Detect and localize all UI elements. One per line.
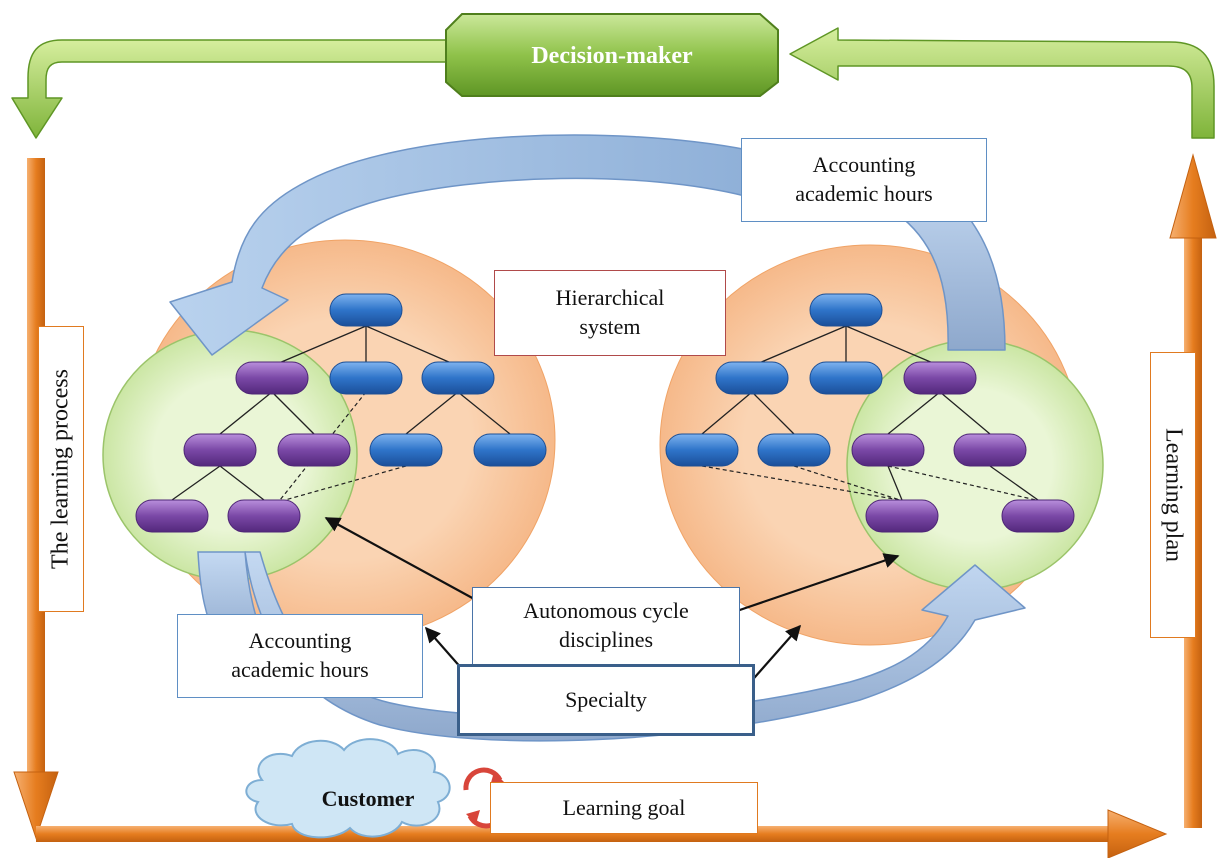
blue-cycle-arrow-top — [169, 134, 749, 356]
orange-left-arrow — [13, 158, 59, 840]
dashed-lines-right — [701, 465, 1037, 501]
tree-lines-right — [701, 325, 1039, 501]
tree-nodes-right — [665, 293, 1075, 533]
customer-label: Customer — [322, 786, 415, 811]
learning-goal-box: Learning goal — [490, 782, 758, 834]
node — [235, 361, 309, 395]
node — [135, 499, 209, 533]
learning-process-box: The learning process — [38, 326, 84, 612]
specialty-label: Specialty — [565, 686, 647, 712]
learning-goal-label: Learning goal — [562, 794, 686, 820]
node — [903, 361, 977, 395]
node — [183, 433, 257, 467]
node — [421, 361, 495, 395]
node — [851, 433, 925, 467]
node — [953, 433, 1027, 467]
autonomous-cycle-box: Autonomous cycle disciplines — [472, 587, 740, 665]
green-right-arrow — [789, 27, 1215, 139]
node — [809, 361, 883, 395]
node — [369, 433, 443, 467]
learning-plan-label: Learning plan — [1160, 428, 1187, 562]
blue-cycle-arrow-bottom — [244, 551, 1026, 742]
decision-maker-box — [445, 13, 779, 97]
accounting-hours-bottom-label: Accounting academic hours — [231, 628, 369, 682]
learning-process-label: The learning process — [47, 369, 74, 569]
node — [329, 293, 403, 327]
node — [227, 499, 301, 533]
dashed-lines-left — [279, 391, 407, 501]
specialty-box: Specialty — [457, 664, 755, 736]
node — [715, 361, 789, 395]
accounting-hours-top-label: Accounting academic hours — [795, 152, 933, 206]
hierarchical-system-label: Hierarchical system — [555, 285, 665, 339]
tree-nodes-left — [135, 293, 547, 533]
node — [865, 499, 939, 533]
customer-cloud — [245, 738, 451, 839]
node — [473, 433, 547, 467]
node — [809, 293, 883, 327]
decision-maker-label: Decision-maker — [531, 43, 693, 69]
green-left-arrow — [11, 39, 447, 139]
node — [277, 433, 351, 467]
accounting-hours-top-box: Accounting academic hours — [741, 138, 987, 222]
node — [1001, 499, 1075, 533]
learning-plan-box: Learning plan — [1150, 352, 1196, 638]
node — [665, 433, 739, 467]
accounting-hours-bottom-box: Accounting academic hours — [177, 614, 423, 698]
autonomous-cycle-label: Autonomous cycle disciplines — [523, 598, 689, 652]
tree-lines-left — [171, 325, 511, 501]
node — [329, 361, 403, 395]
pointer-arrows — [324, 517, 900, 695]
hierarchical-system-box: Hierarchical system — [494, 270, 726, 356]
node — [757, 433, 831, 467]
